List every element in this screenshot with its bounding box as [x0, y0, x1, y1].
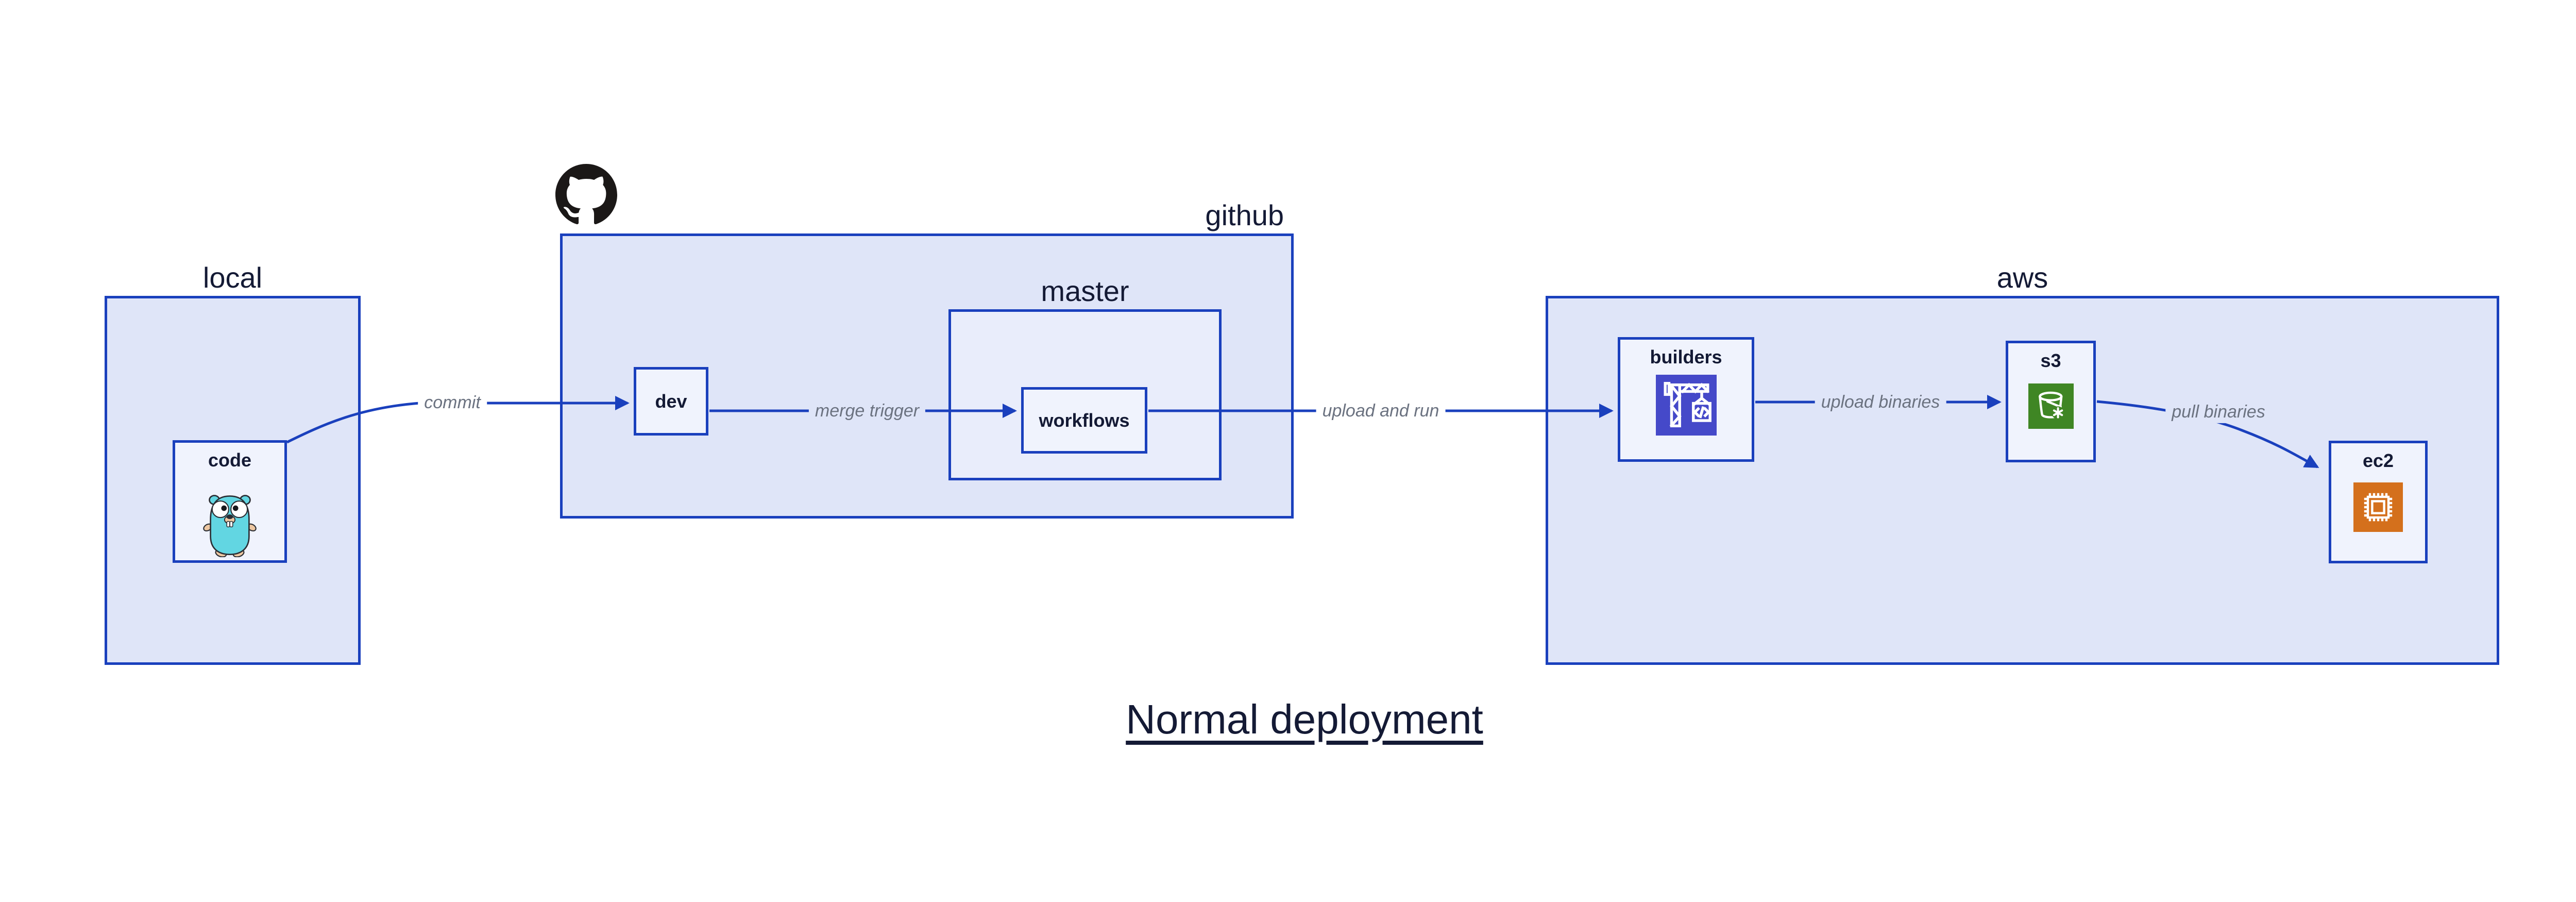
- node-workflows-label: workflows: [1039, 409, 1130, 431]
- ec2-chip-icon: [2353, 482, 2403, 532]
- edge-commit-label: commit: [418, 391, 487, 414]
- edge-upload-binaries-label: upload binaries: [1815, 390, 1946, 414]
- node-code-label: code: [208, 449, 252, 471]
- group-github-label: github: [1205, 199, 1284, 231]
- group-local-label: local: [202, 261, 263, 294]
- node-s3: s3: [2006, 341, 2096, 462]
- diagram-title: Normal deployment: [1126, 696, 1483, 742]
- group-aws: aws builders s3: [1546, 263, 2499, 665]
- node-s3-label: s3: [2040, 350, 2061, 371]
- edge-upload-and-run-label: upload and run: [1316, 399, 1446, 423]
- node-builders-label: builders: [1650, 346, 1722, 368]
- codebuild-crane-icon: [1655, 375, 1717, 436]
- group-github: github dev master workflows: [560, 201, 1294, 519]
- node-dev-label: dev: [655, 390, 687, 412]
- group-master-label: master: [1041, 275, 1129, 307]
- edge-merge-trigger-label: merge trigger: [808, 399, 926, 423]
- s3-bucket-icon: [2028, 383, 2074, 429]
- node-builders: builders: [1618, 337, 1754, 462]
- github-octocat-icon: [555, 164, 617, 225]
- edge-pull-binaries-label: pull binaries: [2165, 400, 2272, 424]
- node-ec2-label: ec2: [2362, 450, 2394, 471]
- node-dev: dev: [634, 367, 708, 436]
- node-workflows: workflows: [1021, 387, 1147, 454]
- group-local: local code: [105, 263, 361, 665]
- group-master: master workflows: [948, 277, 1222, 480]
- go-gopher-icon: [203, 495, 257, 557]
- node-ec2: ec2: [2329, 441, 2428, 563]
- group-aws-label: aws: [1996, 261, 2048, 294]
- node-code: code: [173, 440, 287, 563]
